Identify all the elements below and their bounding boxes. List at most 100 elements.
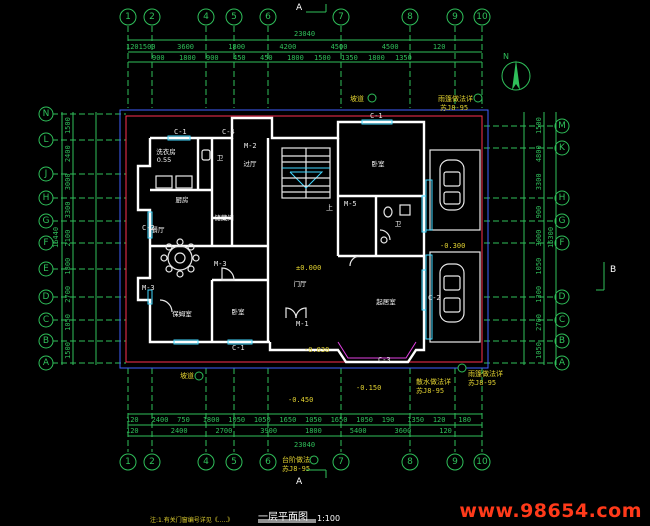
dim-left-seg-0: 1500 — [64, 117, 72, 134]
dim-bottom-detail-10: 190 — [382, 416, 395, 424]
code-m1: M-1 — [296, 320, 309, 328]
dim-bottom-detail-6: 1650 — [279, 416, 296, 424]
svg-text:J: J — [44, 169, 48, 179]
north-label: N — [503, 52, 509, 61]
svg-text:C: C — [43, 315, 49, 325]
dim-top-seg-1: 3600 — [177, 43, 194, 51]
axis-bubble-left-D: D — [38, 289, 54, 305]
room-kitchen: 厨房 — [176, 195, 189, 204]
svg-text:H: H — [43, 193, 50, 203]
dim-left-seg-4: 2100 — [64, 230, 72, 247]
dim-left-total: 16440 — [52, 227, 60, 248]
dim-left-seg-7: 1050 — [64, 314, 72, 331]
svg-text:K: K — [559, 143, 566, 153]
callout-canopy-2: 雨篷做法详 — [468, 369, 503, 378]
room-dining: 餐厅 — [152, 225, 166, 234]
svg-text:9: 9 — [452, 457, 458, 467]
drawing-note: 注:1.有关门窗编号详见《.....》 — [150, 517, 234, 524]
axis-bubble-top-4: 4 — [197, 8, 215, 26]
axis-bubble-bottom-5: 5 — [225, 453, 243, 471]
dim-bottom-detail-12: 120 — [433, 416, 446, 424]
room-bedroom-2: 卧室 — [232, 307, 246, 316]
dim-right-total: 15300 — [547, 227, 555, 248]
axis-bubble-right-D: D — [554, 289, 570, 305]
dim-bottom-seg-2: 2700 — [216, 427, 233, 435]
room-labels: 洗衣房 0.55 卫 过厅 厨房 储藏间 餐厅 卧室 门厅 保姆室 卧室 起居室… — [152, 147, 402, 318]
dim-bottom-seg-7: 120 — [439, 427, 452, 435]
callout-apron-ref: 苏J8-95 — [416, 386, 444, 395]
axis-bubble-right-G: G — [554, 213, 570, 229]
garage — [425, 149, 481, 343]
svg-text:7: 7 — [338, 12, 344, 22]
dim-top-seg-3: 4200 — [279, 43, 296, 51]
doors — [159, 229, 391, 319]
section-marks — [306, 4, 605, 478]
axis-bubble-top-7: 7 — [332, 8, 350, 26]
svg-text:D: D — [559, 292, 566, 302]
axis-bubble-left-E: E — [38, 261, 54, 277]
dim-right-seg-4: 3000 — [535, 230, 543, 247]
svg-text:F: F — [559, 238, 564, 248]
svg-text:L: L — [43, 135, 48, 145]
room-storage: 储藏间 — [214, 213, 234, 222]
level-mark-1: ±0.000 — [296, 264, 321, 272]
svg-text:1: 1 — [125, 457, 131, 467]
level-marks: ±0.000 -0.030 -0.300 -0.450 -0.150 — [288, 242, 465, 404]
dim-left-seg-1: 2400 — [64, 145, 72, 162]
dim-top-seg-5: 4500 — [382, 43, 399, 51]
level-mark-3: -0.300 — [440, 242, 465, 250]
axis-bubble-top-8: 8 — [401, 8, 419, 26]
bay-window — [337, 341, 417, 359]
svg-text:G: G — [559, 216, 566, 226]
axis-bubble-right-M: M — [554, 118, 570, 134]
svg-text:7: 7 — [338, 457, 344, 467]
stair — [281, 147, 331, 199]
dim-top-seg-2: 1800 — [228, 43, 245, 51]
callouts: 坡道 雨篷做法详 苏J8-95 散水做法详 苏J8-95 雨篷做法详 苏J8-9… — [180, 93, 503, 473]
axis-bubble-right-A: A — [554, 355, 570, 371]
axis-bubble-left-F: F — [38, 235, 54, 251]
axis-bubble-top-1: 1 — [119, 8, 137, 26]
svg-text:A: A — [43, 358, 50, 368]
code-m5: M-5 — [344, 200, 357, 208]
room-hall: 过厅 — [244, 159, 258, 168]
dim-right-seg-2: 3300 — [535, 173, 543, 190]
dim-bottom-seg-0: 120 — [126, 427, 139, 435]
dim-right-seg-5: 1050 — [535, 258, 543, 275]
callout-ramp-bottom: 坡道 — [180, 371, 194, 380]
room-living: 起居室 — [376, 297, 396, 306]
dim-left-seg-5: 1800 — [64, 258, 72, 275]
room-laundry-area: 0.55 — [157, 156, 171, 164]
code-m3-b: M-3 — [214, 260, 227, 268]
eave-outline — [125, 115, 483, 363]
axis-bubble-left-N: N — [38, 106, 54, 122]
axis-bubble-top-6: 6 — [259, 8, 277, 26]
walls — [136, 116, 426, 364]
dim-right-seg-8: 1050 — [535, 342, 543, 359]
axis-bubble-right-F: F — [554, 235, 570, 251]
room-foyer: 门厅 — [294, 279, 308, 288]
dining-table — [160, 238, 200, 278]
svg-text:10: 10 — [476, 457, 488, 467]
svg-text:5: 5 — [231, 457, 237, 467]
callout-apron: 散水做法详 — [416, 377, 451, 386]
dim-bottom-seg-5: 5400 — [350, 427, 367, 435]
axis-bubble-left-B: B — [38, 333, 54, 349]
dim-bottom-detail-5: 1050 — [254, 416, 271, 424]
north-arrow-icon — [501, 60, 531, 91]
axis-bubble-bottom-10: 10 — [473, 453, 491, 471]
dim-bottom-detail-3: 1800 — [203, 416, 220, 424]
drawing-scale: 1:100 — [317, 514, 341, 523]
dim-bottom-seg-4: 1800 — [305, 427, 322, 435]
axis-bubble-left-G: G — [38, 213, 54, 229]
axis-bubble-top-5: 5 — [225, 8, 243, 26]
dim-bottom-seg-3: 3900 — [260, 427, 277, 435]
svg-text:D: D — [43, 292, 50, 302]
axis-bubble-bottom-1: 1 — [119, 453, 137, 471]
code-m3-a: M-3 — [142, 284, 155, 292]
dim-top-detail-7: 1350 — [341, 54, 358, 62]
axis-bubble-left-H: H — [38, 190, 54, 206]
